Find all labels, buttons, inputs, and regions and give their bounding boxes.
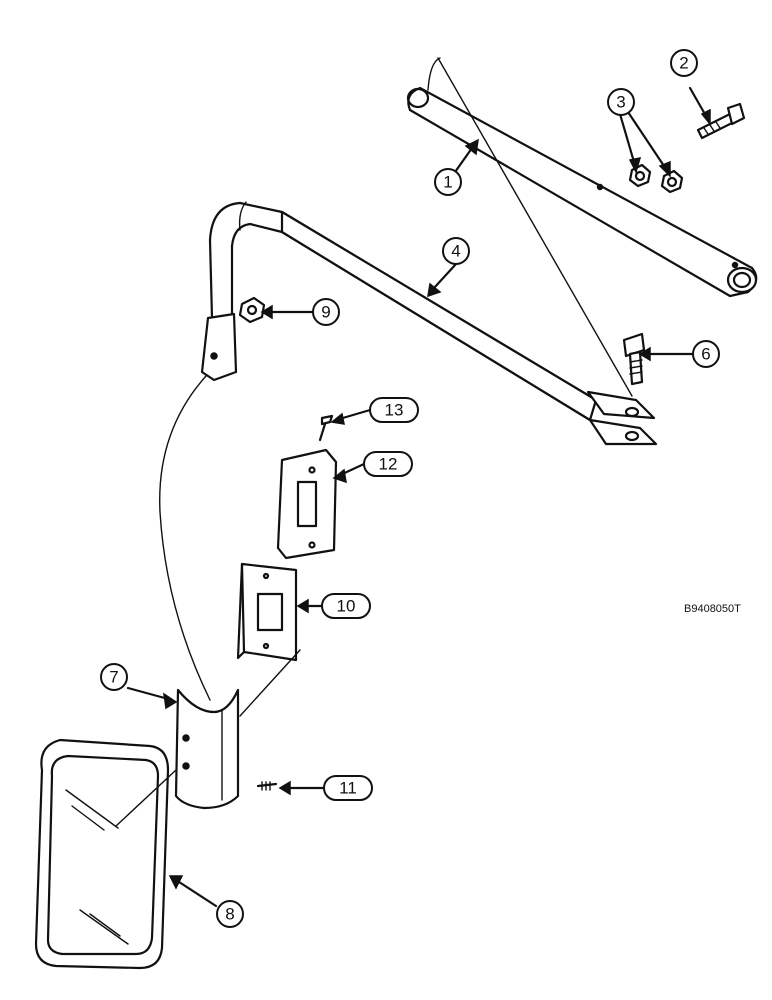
callout-label: 9 <box>321 303 330 322</box>
part-screw-11 <box>256 781 278 791</box>
callout-label: 7 <box>109 668 118 687</box>
part-clamp-7 <box>174 688 240 810</box>
callout-label: 2 <box>679 54 688 73</box>
callout-label: 3 <box>616 93 625 112</box>
part-nut-9 <box>238 296 266 324</box>
callout-11: 11 <box>323 775 373 801</box>
leader-lines <box>115 57 711 908</box>
part-plate-10 <box>236 562 298 662</box>
callout-label: 10 <box>337 597 356 616</box>
callout-2: 2 <box>670 49 698 77</box>
part-tube-1 <box>406 57 758 298</box>
part-arm-bracket <box>586 390 658 446</box>
part-nuts-3 <box>628 163 684 194</box>
callout-9: 9 <box>312 298 340 326</box>
callout-13: 13 <box>369 397 419 423</box>
part-bolt-2 <box>696 102 746 140</box>
callout-7: 7 <box>100 663 128 691</box>
callout-label: 8 <box>225 905 234 924</box>
part-plate-12 <box>276 448 338 560</box>
part-screw-13 <box>318 414 334 442</box>
callout-label: 13 <box>385 401 404 420</box>
part-mirror-8 <box>34 738 170 970</box>
callout-label: 12 <box>379 455 398 474</box>
callout-6: 6 <box>692 340 720 368</box>
callout-3: 3 <box>607 88 635 116</box>
reference-code: B9408050T <box>684 603 741 615</box>
callout-10: 10 <box>321 593 371 619</box>
callout-4: 4 <box>442 237 470 265</box>
callout-12: 12 <box>363 451 413 477</box>
callout-label: 1 <box>443 173 452 192</box>
callout-label: 6 <box>701 345 710 364</box>
part-mirror-arm-4 <box>200 201 598 422</box>
callout-label: 4 <box>451 242 460 261</box>
callout-label: 11 <box>339 779 357 798</box>
part-bolt-6 <box>622 332 646 386</box>
callout-8: 8 <box>216 900 244 928</box>
callout-1: 1 <box>434 168 462 196</box>
